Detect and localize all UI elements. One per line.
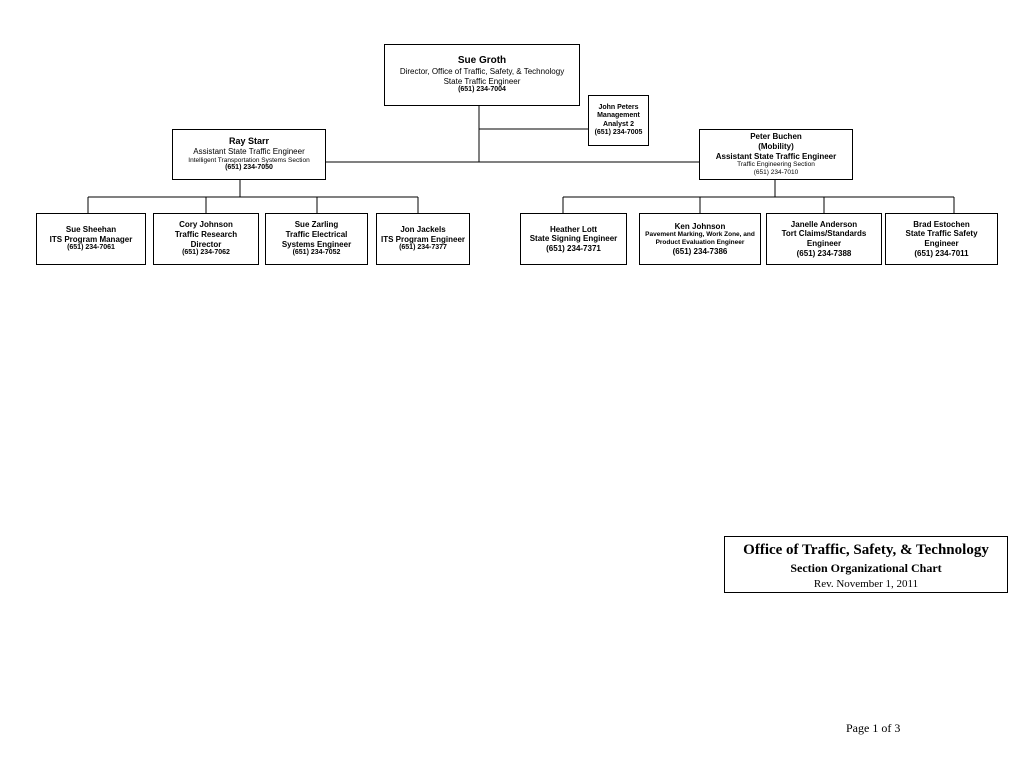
right-staff-4-name: Brad Estochen [913,219,970,229]
right-staff-box-3: Janelle Anderson Tort Claims/Standards E… [766,213,882,265]
left-staff-2-title-1: Traffic Research [174,230,238,239]
director-box: Sue Groth Director, Office of Traffic, S… [384,44,580,106]
chart-revision: Rev. November 1, 2011 [813,578,919,590]
director-subtitle: State Traffic Engineer [443,76,521,86]
left-staff-box-1: Sue Sheehan ITS Program Manager (651) 23… [36,213,146,265]
left-staff-3-title-2: Systems Engineer [281,239,352,249]
right-manager-box: Peter Buchen (Mobility) Assistant State … [699,129,853,180]
left-manager-section: Intelligent Transportation Systems Secti… [188,156,310,164]
page-number: Page 1 of 3 [846,721,901,735]
right-staff-4-title-2: Engineer [924,239,959,248]
left-manager-phone: (651) 234-7050 [225,164,273,172]
left-staff-box-3: Sue Zarling Traffic Electrical Systems E… [265,213,368,265]
analyst-name: John Peters [598,103,639,111]
left-staff-1-phone: (651) 234-7061 [67,244,115,252]
right-manager-note: (Mobility) [758,141,794,151]
right-staff-3-title-1: Tort Claims/Standards [781,229,867,239]
director-title: Director, Office of Traffic, Safety, & T… [399,67,565,77]
analyst-phone: (651) 234-7005 [594,128,643,136]
right-staff-3-name: Janelle Anderson [790,219,858,229]
analyst-title-1: Management [597,112,640,120]
left-staff-4-name: Jon Jackels [400,225,446,235]
left-manager-box: Ray Starr Assistant State Traffic Engine… [172,129,326,180]
right-staff-2-name: Ken Johnson [674,221,726,231]
right-staff-1-name: Heather Lott [549,224,598,234]
right-manager-phone: (651) 234-7010 [753,168,799,176]
left-staff-4-title: ITS Program Engineer [380,234,466,244]
right-staff-box-1: Heather Lott State Signing Engineer (651… [520,213,627,265]
left-staff-3-name: Sue Zarling [294,220,339,230]
left-staff-1-name: Sue Sheehan [65,225,117,235]
director-phone: (651) 234-7004 [458,86,506,94]
left-staff-box-2: Cory Johnson Traffic Research Director (… [153,213,259,265]
right-manager-title: Assistant State Traffic Engineer [715,151,837,161]
analyst-title-2: Analyst 2 [602,120,635,128]
director-name: Sue Groth [457,55,507,67]
right-staff-3-title-2: Engineer [806,239,842,248]
chart-title: Office of Traffic, Safety, & Technology [743,542,989,558]
right-staff-2-title-1: Pavement Marking, Work Zone, and [645,231,755,239]
right-manager-name: Peter Buchen [750,132,802,142]
right-staff-box-4: Brad Estochen State Traffic Safety Engin… [885,213,998,265]
chart-subtitle: Section Organizational Chart [790,561,942,575]
right-staff-2-title-2: Product Evaluation Engineer [655,239,745,246]
right-staff-box-2: Ken Johnson Pavement Marking, Work Zone,… [639,213,761,265]
left-staff-2-name: Cory Johnson [179,220,233,230]
left-staff-2-title-2: Director [190,239,222,249]
right-staff-1-title: State Signing Engineer [529,234,618,244]
right-manager-section: Traffic Engineering Section [737,161,815,169]
right-staff-3-phone: (651) 234-7388 [796,248,852,258]
right-staff-2-phone: (651) 234-7386 [672,246,728,256]
right-staff-1-phone: (651) 234-7371 [546,243,601,253]
right-staff-4-phone: (651) 234-7011 [914,248,969,258]
left-staff-1-title: ITS Program Manager [49,234,133,244]
left-manager-name: Ray Starr [228,136,270,147]
left-staff-box-4: Jon Jackels ITS Program Engineer (651) 2… [376,213,470,265]
analyst-box: John Peters Management Analyst 2 (651) 2… [588,95,649,146]
left-staff-3-title-1: Traffic Electrical [285,230,348,239]
left-staff-3-phone: (651) 234-7052 [292,249,341,257]
chart-title-block: Office of Traffic, Safety, & Technology … [724,536,1008,593]
left-manager-title: Assistant State Traffic Engineer [193,147,305,156]
left-staff-4-phone: (651) 234-7377 [399,244,447,252]
right-staff-4-title-1: State Traffic Safety [905,229,978,239]
left-staff-2-phone: (651) 234-7062 [182,249,230,257]
